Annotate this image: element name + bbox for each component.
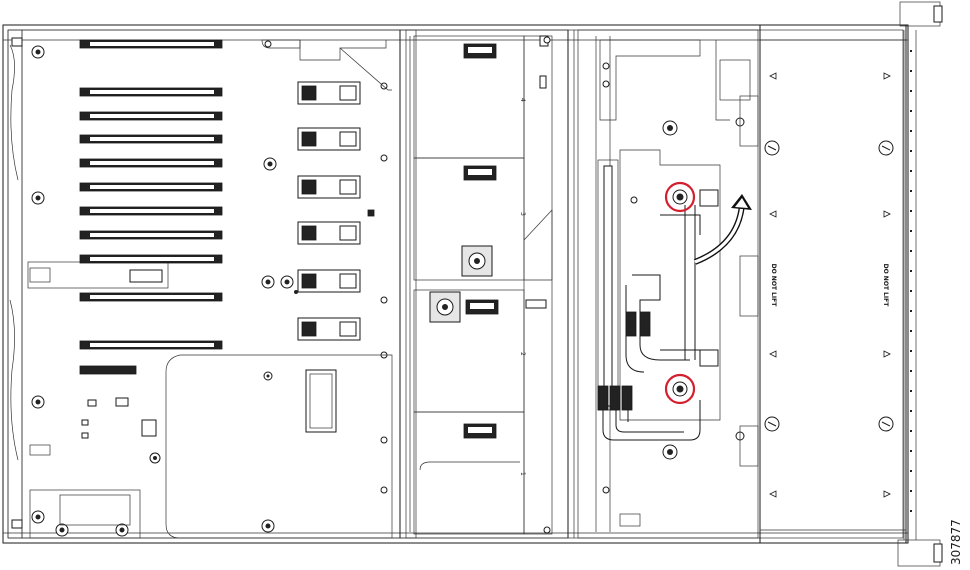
riser-fan-modules: 4 3 2 1	[399, 29, 575, 539]
do-not-lift-label-outer: DO NOT LIFT	[882, 264, 889, 308]
cable-bay	[577, 29, 759, 539]
captive-screw-icon	[664, 373, 696, 405]
do-not-lift-label-inner: DO NOT LIFT	[770, 264, 777, 308]
callouts	[664, 181, 752, 405]
drive-bay: DO NOT LIFT DO NOT LIFT	[759, 1, 943, 567]
figure-number: 307877	[949, 519, 963, 565]
memory-connectors	[297, 81, 361, 341]
orientation-arrows	[769, 72, 891, 498]
motherboard-area	[7, 29, 401, 539]
slot-badge-1: 1	[519, 472, 526, 476]
pcie-slot	[79, 365, 137, 375]
slot-badge-3: 3	[519, 212, 526, 216]
slot-badge-2: 2	[519, 352, 526, 356]
curved-arrow-icon	[693, 194, 752, 265]
slot-badge-4: 4	[519, 98, 526, 102]
mb-screws	[31, 45, 388, 537]
pcie-slots	[79, 39, 223, 375]
captive-screw-icon	[664, 181, 696, 213]
